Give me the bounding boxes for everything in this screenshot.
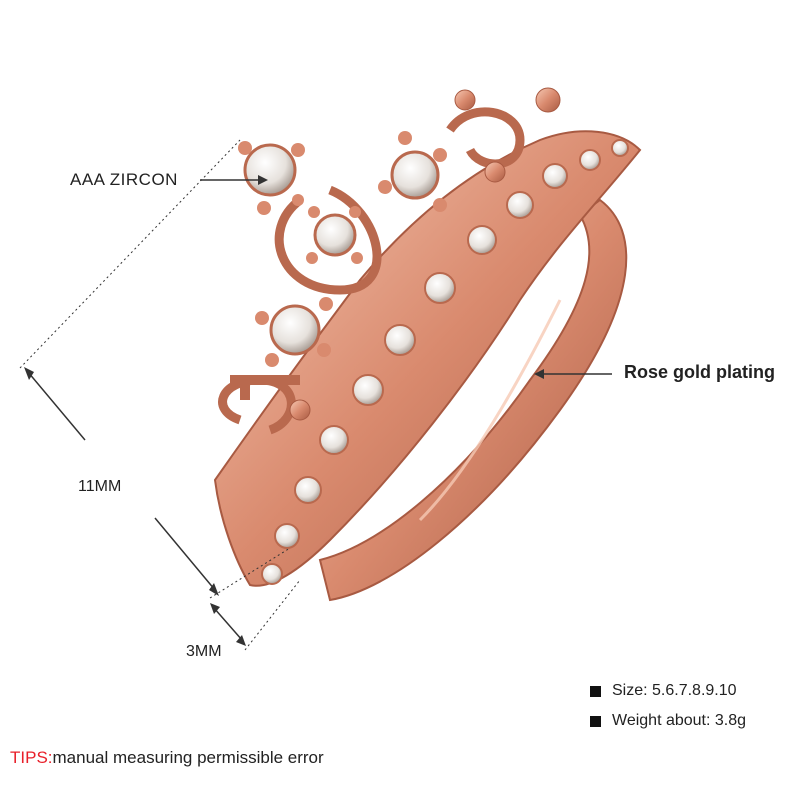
tips-note: TIPS:manual measuring permissible error: [10, 748, 324, 768]
bullet-square-icon: [590, 685, 601, 697]
crown-body: [213, 87, 642, 587]
tips-key: TIPS:: [10, 748, 53, 767]
spec-weight: Weight about: 3.8g: [590, 712, 746, 730]
pave-stones: [261, 139, 629, 585]
spec-size: Size: 5.6.7.8.9.10: [590, 682, 737, 700]
zircon-stones: [238, 131, 447, 367]
spec-weight-text: Weight about: 3.8g: [612, 712, 747, 729]
tips-text: manual measuring permissible error: [52, 748, 324, 767]
height-dimension-label: 11MM: [78, 478, 122, 495]
bullet-square-icon: [590, 715, 601, 727]
ring-band: [318, 198, 628, 602]
annotation-lines: [19, 139, 612, 651]
band-width-dimension-label: 3MM: [186, 643, 222, 660]
zircon-label: AAA ZIRCON: [70, 170, 178, 189]
rose-gold-label: Rose gold plating: [624, 362, 775, 382]
spec-size-text: Size: 5.6.7.8.9.10: [612, 682, 737, 699]
